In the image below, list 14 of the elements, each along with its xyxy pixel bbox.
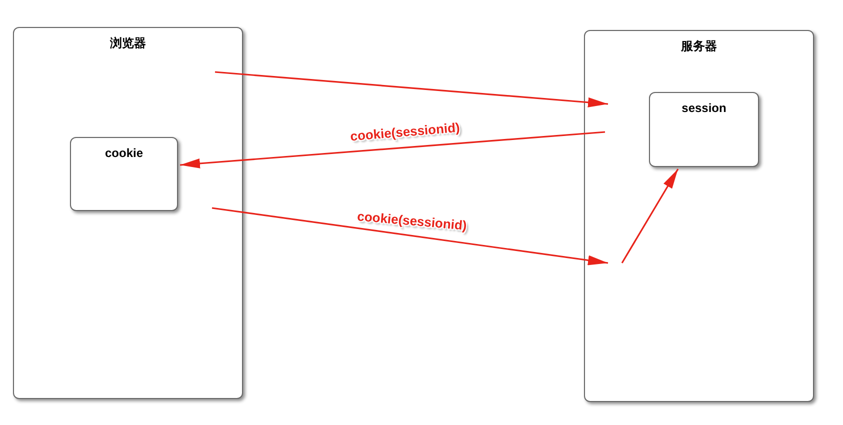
container-box: [584, 30, 814, 402]
arrow: [214, 71, 608, 108]
container-box: [13, 27, 243, 399]
inner-box: [649, 92, 759, 167]
box-title: 浏览器: [110, 36, 146, 50]
arrow: [180, 131, 606, 168]
box-title: cookie: [104, 146, 143, 160]
edge-label: cookie(sessionid): [349, 118, 461, 146]
inner-box: [70, 137, 178, 211]
arrow: [212, 207, 608, 266]
box-title: session: [682, 101, 726, 115]
arrow: [621, 168, 679, 264]
edge-label: cookie(sessionid): [356, 208, 468, 235]
box-title: 服务器: [681, 39, 717, 53]
